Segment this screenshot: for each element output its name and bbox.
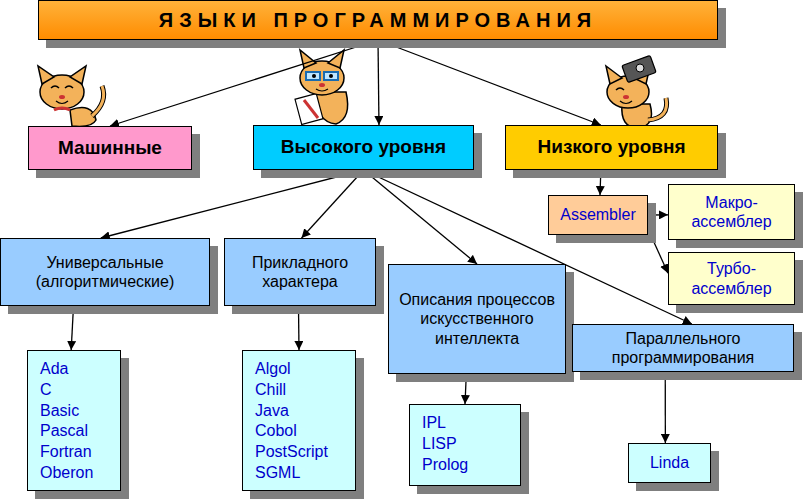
connector-arrow: [101, 170, 364, 238]
title-box: ЯЗЫКИ ПРОГРАММИРОВАНИЯ: [38, 0, 718, 40]
connector-arrow: [648, 214, 668, 215]
category-box: Машинные: [28, 126, 192, 170]
language-list: AdaCBasicPascalFortranOberon: [27, 350, 121, 491]
language-name: Prolog: [422, 455, 468, 476]
language-name: IPL: [422, 413, 446, 434]
language-name: Fortran: [40, 442, 92, 463]
assembler-variant-box: Макро- ассемблер: [668, 184, 795, 240]
language-list: Linda: [628, 443, 711, 483]
cat-figure: [295, 50, 348, 124]
connector-arrow: [298, 306, 300, 350]
connector-arrow: [665, 372, 666, 443]
language-name: SGML: [255, 463, 300, 484]
node-label: Турбо- ассемблер: [679, 259, 784, 297]
node-label: ЯЗЫКИ ПРОГРАММИРОВАНИЯ: [159, 8, 597, 32]
node-label: Assembler: [560, 205, 636, 224]
language-name: Chill: [255, 380, 286, 401]
node-label: Linda: [650, 453, 689, 472]
node-label: Высокого уровня: [281, 136, 446, 159]
language-name: Oberon: [40, 463, 93, 484]
connector-arrow: [302, 170, 364, 238]
connector-arrow: [378, 40, 601, 125]
connector-arrow: [71, 306, 73, 350]
cat-figure: [38, 66, 104, 126]
language-name: Ada: [40, 359, 68, 380]
node-label: Макро- ассемблер: [679, 193, 784, 231]
category-box: Высокого уровня: [253, 125, 474, 170]
group-box: Универсальные (алгоритмические): [0, 238, 210, 306]
connector-arrow: [364, 170, 478, 264]
node-label: Машинные: [58, 137, 162, 160]
language-list: AlgolChillJavaCobolPostScriptSGML: [242, 350, 356, 491]
language-name: Java: [255, 401, 289, 422]
node-label: Прикладного характера: [235, 253, 365, 291]
node-label: Низкого уровня: [537, 136, 685, 159]
cat-figure: [606, 55, 667, 128]
group-box: Параллельного программирования: [572, 324, 794, 372]
language-name: Basic: [40, 401, 79, 422]
connector-arrow: [648, 229, 668, 273]
group-box: Прикладного характера: [224, 238, 376, 306]
connector-arrow: [110, 40, 378, 126]
language-list: IPLLISPProlog: [409, 404, 521, 486]
language-name: C: [40, 380, 52, 401]
language-name: Cobol: [255, 421, 297, 442]
node-label: Параллельного программирования: [583, 329, 783, 367]
group-box: Описания процессов искусственного интелл…: [388, 264, 566, 374]
language-name: Pascal: [40, 421, 88, 442]
assembler-variant-box: Турбо- ассемблер: [668, 252, 795, 305]
connector-arrow: [377, 40, 379, 125]
node-label: Описания процессов искусственного интелл…: [399, 290, 555, 348]
connector-arrow: [599, 170, 601, 195]
language-name: LISP: [422, 434, 457, 455]
language-name: PostScript: [255, 442, 328, 463]
language-name: Algol: [255, 359, 291, 380]
connector-arrow: [465, 374, 466, 404]
category-box: Низкого уровня: [505, 125, 718, 170]
assembler-box: Assembler: [548, 195, 648, 235]
node-label: Универсальные (алгоритмические): [11, 253, 199, 291]
